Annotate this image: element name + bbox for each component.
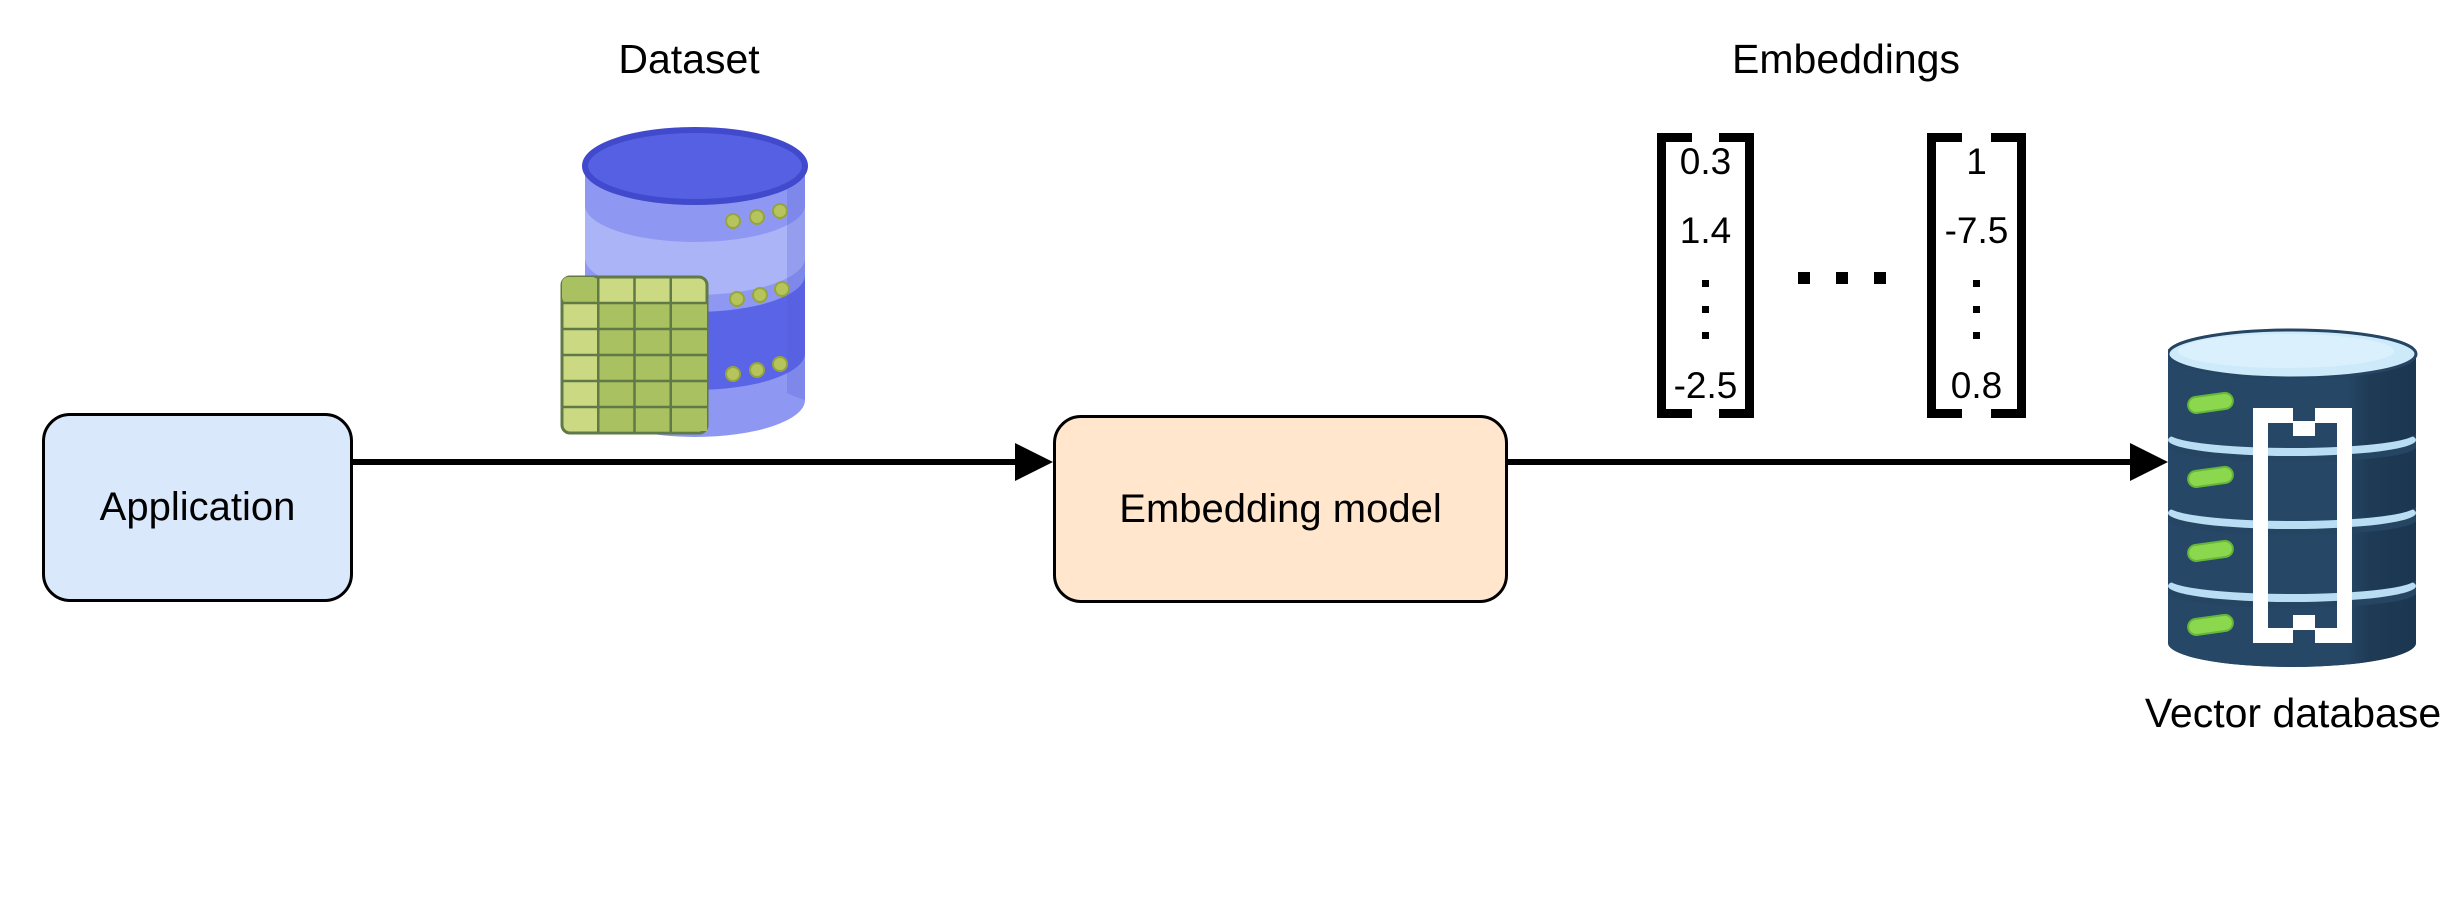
right-bracket-icon <box>1991 133 2026 418</box>
arrow-application-to-model-line <box>352 459 1019 465</box>
db-bracket-icon <box>2253 408 2352 643</box>
embedding-vector-left: 0.3 1.4 -2.5 <box>1657 133 1754 418</box>
vector-value: 0.8 <box>1950 365 2003 407</box>
application-node: Application <box>42 413 353 602</box>
vertical-ellipsis-icon <box>1702 279 1709 339</box>
cylinder-band-light <box>585 205 805 295</box>
vertical-ellipsis-icon <box>1973 279 1980 339</box>
left-bracket-icon <box>1927 133 1962 418</box>
embedding-model-label: Embedding model <box>1119 486 1442 531</box>
arrow-application-to-model-head <box>1015 443 1053 481</box>
right-bracket-icon <box>1719 133 1754 418</box>
left-bracket-icon <box>1657 133 1692 418</box>
vector-value: 1 <box>1966 141 1987 182</box>
db-top-highlight <box>2178 334 2394 368</box>
horizontal-ellipsis-icon <box>1798 272 1886 284</box>
cylinder-shade <box>787 166 805 400</box>
dataset-label: Dataset <box>618 36 760 82</box>
vector-value: 1.4 <box>1679 210 1732 252</box>
embedding-model-node: Embedding model <box>1053 415 1508 603</box>
embedding-vector-right: 1 -7.5 0.8 <box>1927 133 2026 418</box>
cylinder-top <box>582 127 808 205</box>
vector-value: -7.5 <box>1944 210 2009 252</box>
vector-database-label: Vector database <box>2144 690 2442 736</box>
application-label: Application <box>99 485 296 529</box>
db-led-lights <box>2187 391 2234 636</box>
arrow-model-to-database-head <box>2130 443 2168 481</box>
arrow-model-to-database-line <box>1508 459 2132 465</box>
vector-value: 0.3 <box>1679 141 1732 182</box>
table-grid-icon <box>560 275 709 435</box>
vector-database-icon <box>2168 328 2418 667</box>
dataset-database-icon <box>560 127 808 437</box>
vector-value: -2.5 <box>1673 365 1738 407</box>
data-dots <box>725 203 790 382</box>
embeddings-label: Embeddings <box>1732 36 1960 82</box>
